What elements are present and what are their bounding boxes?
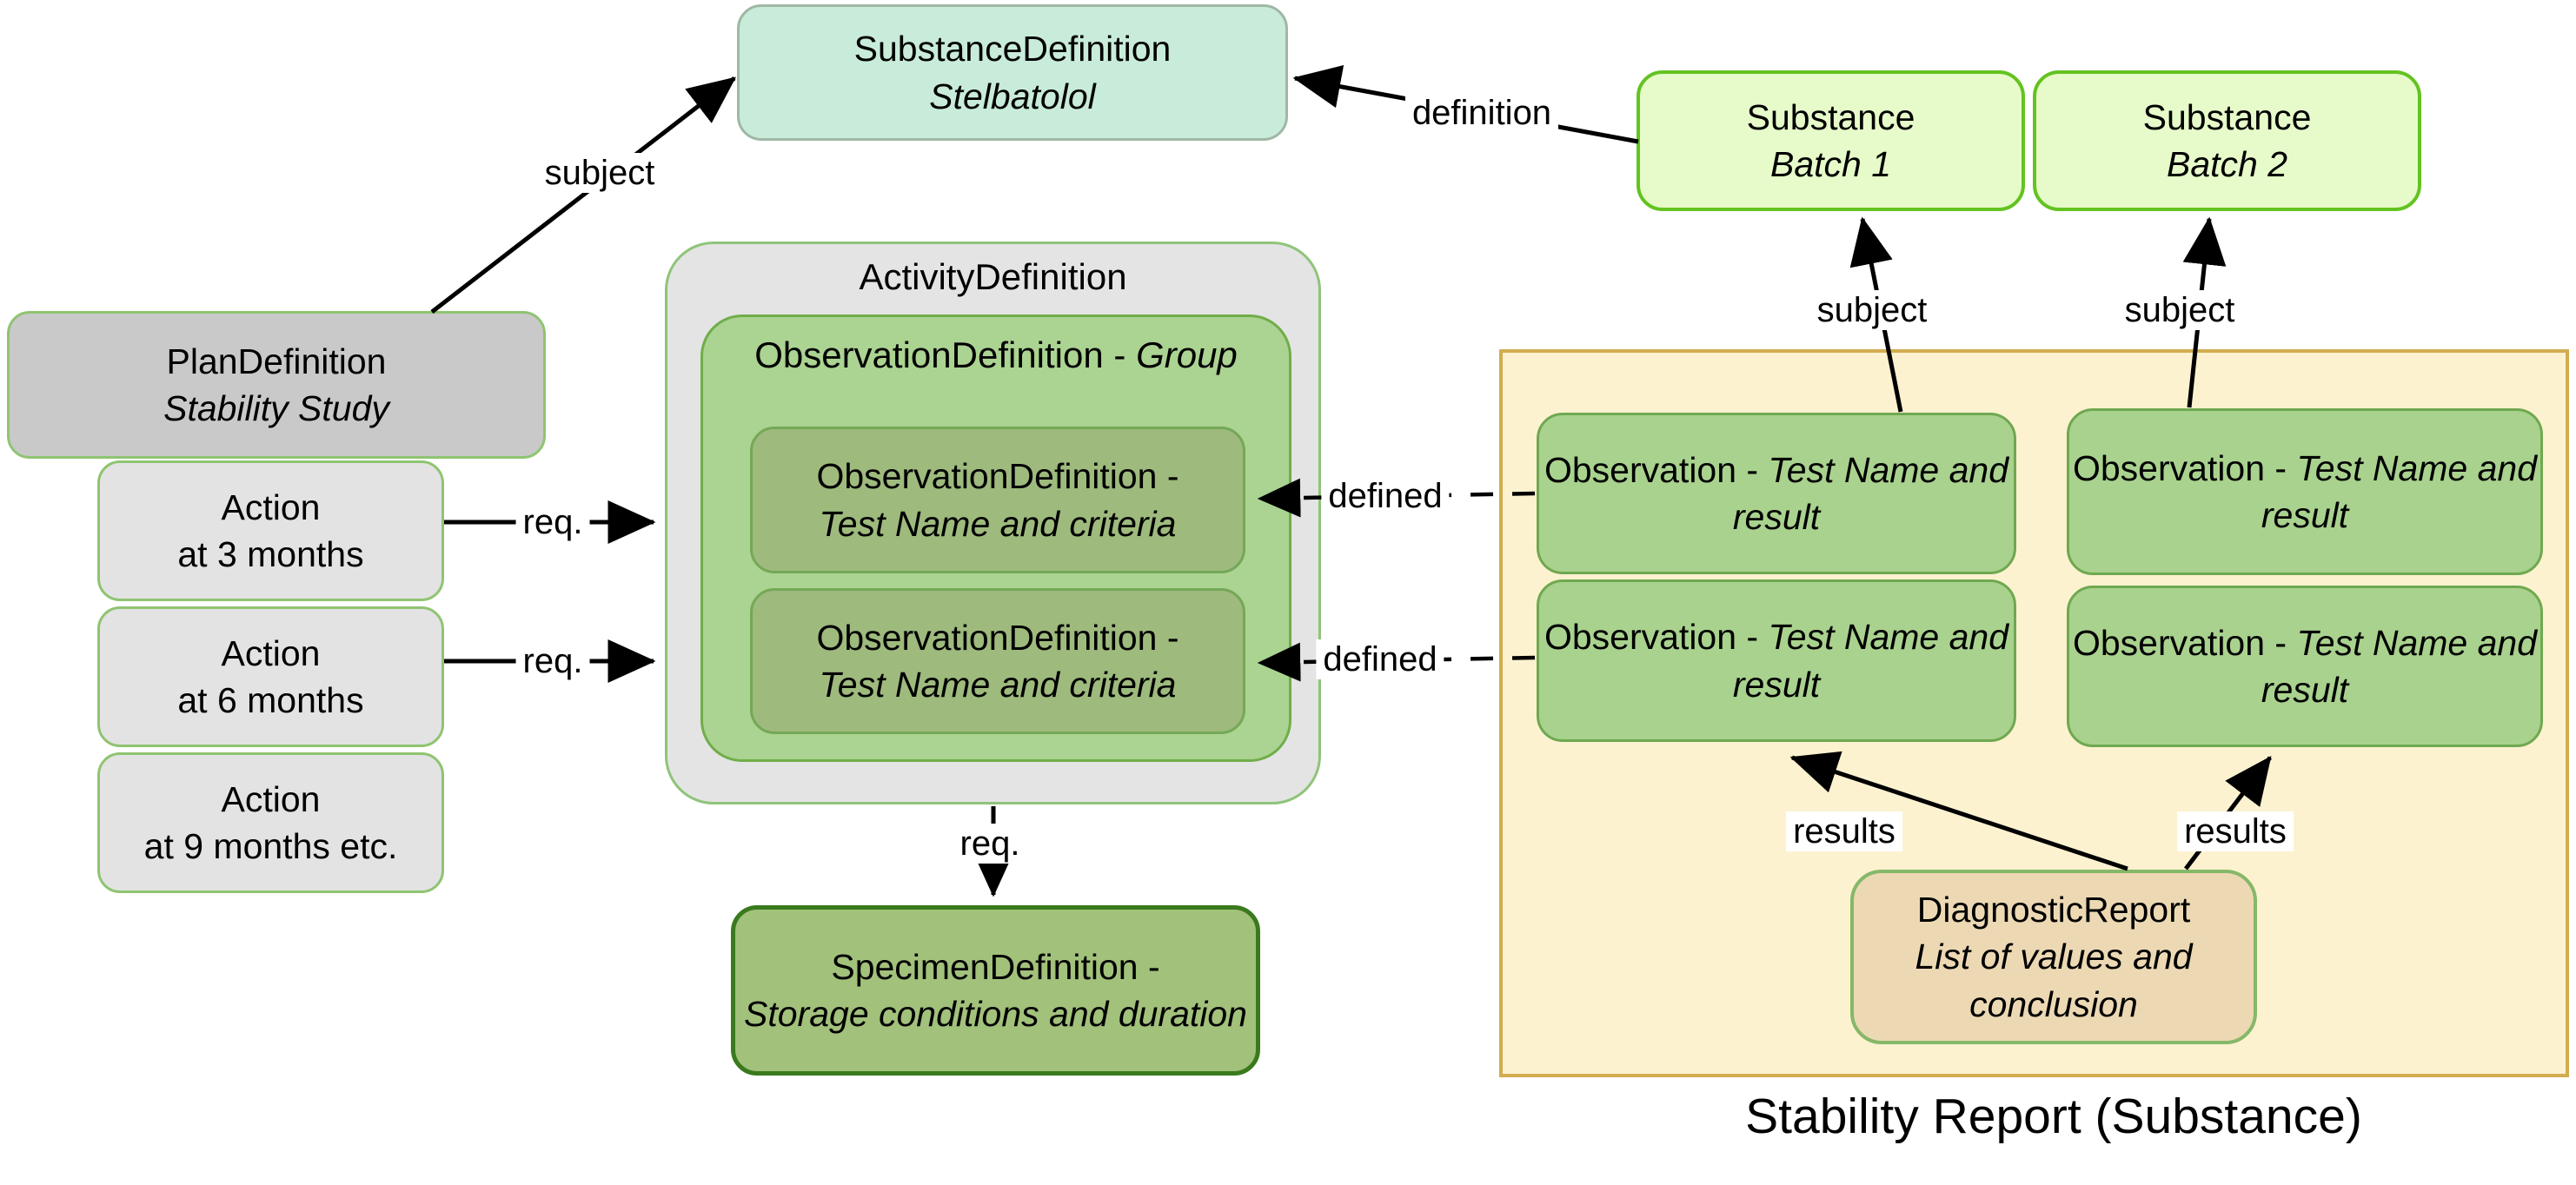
diagnostic-report-box: DiagnosticReport List of values and conc… (1850, 870, 2257, 1044)
observation-definition-box-1: ObservationDefinition - Test Name and cr… (750, 427, 1245, 573)
diagnostic-report-subtitle: List of values and conclusion (1915, 937, 2193, 1024)
defined-edge-label-2: defined (1316, 639, 1444, 679)
substance-definition-title: SubstanceDefinition (853, 29, 1172, 70)
observation-definition-group-title: ObservationDefinition - Group (754, 331, 1238, 379)
subject-edge-label-batch2: subject (2117, 290, 2242, 330)
action-1-title: Action (221, 487, 321, 527)
defined-edge-label-1: defined (1321, 476, 1450, 516)
action-box-9-months: Action at 9 months etc. (97, 752, 444, 893)
observation-21-text: Observation - Test Name and result (2069, 445, 2540, 539)
req-edge-label-specimen: req. (953, 824, 1027, 864)
substance-2-subtitle: Batch 2 (2166, 144, 2288, 184)
action-1-line2: at 3 months (177, 534, 364, 574)
observation-22-italic: Test Name and result (2261, 622, 2538, 710)
subject-edge-label-plan: subject (537, 153, 662, 193)
plan-definition-title: PlanDefinition (166, 341, 387, 381)
observation-box-batch2-test2: Observation - Test Name and result (2067, 586, 2543, 747)
observation-definition-box-2: ObservationDefinition - Test Name and cr… (750, 588, 1245, 734)
observation-box-batch1-test2: Observation - Test Name and result (1537, 579, 2016, 742)
action-box-3-months: Action at 3 months (97, 460, 444, 601)
req-edge-label-2: req. (515, 641, 590, 681)
specimen-definition-line1: SpecimenDefinition - (831, 946, 1160, 987)
specimen-definition-line2: Storage conditions and duration (744, 994, 1247, 1034)
results-edge-label-1: results (1786, 811, 1902, 851)
observation-box-batch2-test1: Observation - Test Name and result (2067, 408, 2543, 575)
action-2-line2: at 6 months (177, 680, 364, 720)
definition-edge-label: definition (1404, 93, 1559, 133)
action-3-line2: at 9 months etc. (143, 826, 398, 866)
activity-definition-title: ActivityDefinition (859, 256, 1127, 297)
observation-12-prefix: Observation - (1544, 617, 1769, 658)
observation-12-italic: Test Name and result (1732, 617, 2009, 705)
req-edge-label-1: req. (515, 502, 590, 542)
substance-batch-1-box: Substance Batch 1 (1637, 70, 2025, 211)
observation-21-italic: Test Name and result (2261, 447, 2538, 535)
diagnostic-report-title: DiagnosticReport (1916, 890, 2191, 930)
substance-definition-subtitle: Stelbatolol (929, 76, 1096, 116)
substance-2-title: Substance (2142, 96, 2312, 137)
observation-21-prefix: Observation - (2072, 447, 2297, 488)
plan-definition-subtitle: Stability Study (163, 388, 389, 428)
results-edge-label-2: results (2177, 811, 2294, 851)
action-box-6-months: Action at 6 months (97, 606, 444, 747)
substance-definition-box: SubstanceDefinition Stelbatolol (737, 4, 1288, 141)
observation-11-prefix: Observation - (1544, 449, 1769, 490)
observation-definition-1-line1: ObservationDefinition - (816, 456, 1179, 497)
stability-report-caption: Stability Report (Substance) (1745, 1089, 2362, 1144)
group-title-prefix: ObservationDefinition - (754, 334, 1137, 375)
observation-box-batch1-test1: Observation - Test Name and result (1537, 413, 2016, 574)
substance-batch-2-box: Substance Batch 2 (2033, 70, 2421, 211)
observation-22-prefix: Observation - (2072, 622, 2297, 663)
action-2-title: Action (221, 632, 321, 673)
subject-edge-label-batch1: subject (1809, 290, 1935, 330)
substance-1-subtitle: Batch 1 (1769, 144, 1892, 184)
observation-22-text: Observation - Test Name and result (2069, 619, 2540, 713)
group-title-italic: Group (1136, 334, 1238, 375)
action-3-title: Action (221, 778, 321, 819)
specimen-definition-box: SpecimenDefinition - Storage conditions … (731, 905, 1260, 1076)
substance-1-title: Substance (1746, 96, 1915, 137)
observation-11-text: Observation - Test Name and result (1539, 447, 2014, 540)
observation-definition-1-line2: Test Name and criteria (819, 503, 1177, 544)
observation-definition-2-line2: Test Name and criteria (819, 665, 1177, 705)
observation-definition-2-line1: ObservationDefinition - (816, 617, 1179, 658)
observation-12-text: Observation - Test Name and result (1539, 613, 2014, 707)
observation-11-italic: Test Name and result (1732, 449, 2009, 537)
plan-definition-box: PlanDefinition Stability Study (7, 311, 546, 459)
